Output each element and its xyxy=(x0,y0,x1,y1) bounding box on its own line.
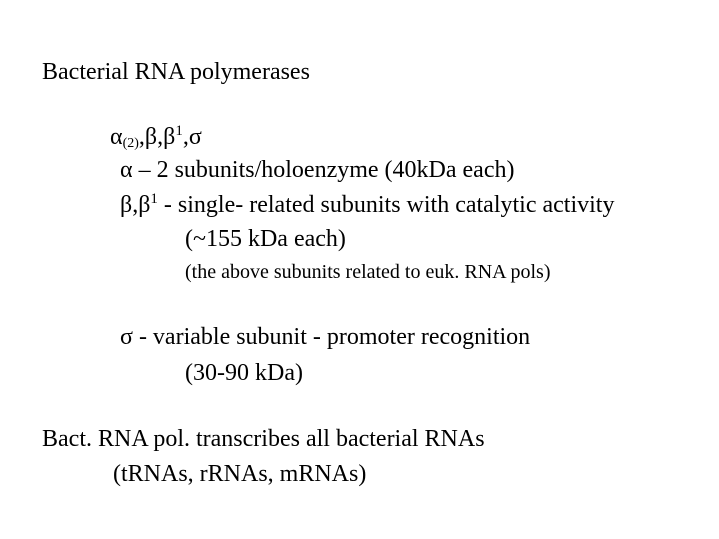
slide-title: Bacterial RNA polymerases xyxy=(42,59,310,85)
subunit-formula: α(2),β,β1,σ xyxy=(110,124,202,151)
formula-sigma: ,σ xyxy=(182,124,202,150)
beta-prefix: β,β xyxy=(120,192,151,218)
formula-alpha: α xyxy=(110,124,123,150)
summary-line: Bact. RNA pol. transcribes all bacterial… xyxy=(42,426,485,452)
formula-betas: ,β,β xyxy=(138,124,176,150)
formula-beta-superscript: 1 xyxy=(175,123,183,139)
beta-note: (the above subunits related to euk. RNA … xyxy=(185,261,551,283)
summary-detail: (tRNAs, rRNAs, mRNAs) xyxy=(113,461,367,487)
beta-suffix: - single- related subunits with catalyti… xyxy=(157,192,615,218)
sigma-description: σ - variable subunit - promoter recognit… xyxy=(120,324,531,350)
alpha-description: α – 2 subunits/holoenzyme (40kDa each) xyxy=(120,157,515,183)
beta-description: β,β1 - single- related subunits with cat… xyxy=(120,191,615,218)
beta-superscript: 1 xyxy=(150,191,158,207)
sigma-size: (30-90 kDa) xyxy=(185,360,303,386)
beta-size: (~155 kDa each) xyxy=(185,226,346,252)
formula-alpha-subscript: (2) xyxy=(122,136,139,151)
